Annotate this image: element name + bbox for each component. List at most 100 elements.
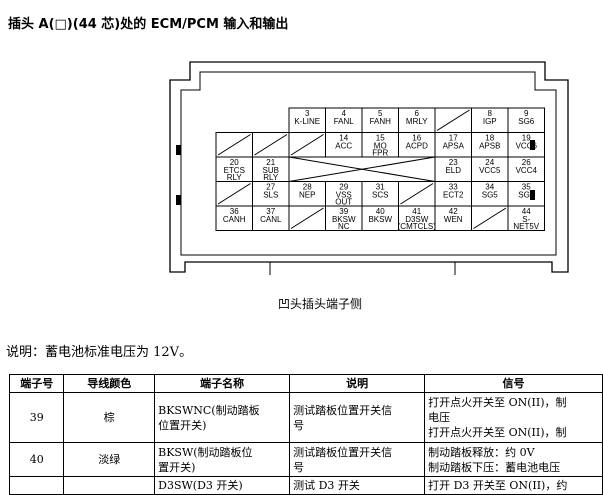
pin-signal-name: ACPD [406,142,428,151]
pin-number: 3 [305,109,310,118]
pin-signal-name: ELD [445,166,461,175]
pin-signal-name: D3SW [405,215,429,224]
housing-tab [176,195,181,205]
wire-color [63,476,156,495]
terminal-name: BKSWNC(制动踏板 位置开关) [154,392,291,443]
diagram-caption: 凹头插头端子侧 [278,297,363,311]
wire-color: 淡绿 [63,442,156,477]
pin-signal-name: IGP [483,117,497,126]
page-title: 插头 A(□)(44 芯)处的 ECM/PCM 输入和输出 [8,17,289,32]
pin-number: 15 [376,134,385,143]
pin-signal-name: BKSW [332,215,356,224]
blank-area [288,156,436,182]
empty-cavity-slash [217,183,251,205]
housing-tab [176,145,181,155]
pin-number: 39 [339,207,348,216]
header-signal: 信号 [424,374,603,393]
pin-number: 5 [378,109,383,118]
signal-value: 制动踏板释放：约 0V 制动踏板下压：蓄电池电压 [424,442,603,477]
ecm-connector-diagram: 3K-LINE4FANL5FANH6MRLY8IGP9SG614ACC15MOF… [169,61,569,275]
pin-number: 42 [449,207,458,216]
voltage-note: 说明：蓄电池标准电压为 12V。 [6,345,193,360]
blank-area-cross [288,156,436,182]
pin-signal-name: WEN [444,215,463,224]
pin-number: 29 [339,183,348,192]
wire-color: 棕 [63,392,156,443]
terminal-description: 测试 D3 开关 [289,476,426,495]
empty-cavity-slash [254,134,288,156]
pin-signal-name: NC [338,222,350,231]
pin-signal-name: SCS [372,191,388,200]
pin-signal-name: NET5V [513,222,539,231]
pin-number: 35 [522,183,531,192]
pin-signal-name: APSA [443,142,465,151]
pin-signal-name: SG5 [482,191,499,200]
pin-signal-name: ACC [335,142,352,151]
pin-signal-name: APSB [479,142,500,151]
pin-number: 39 [8,392,65,443]
pin-number: 20 [230,158,239,167]
pin-number: 21 [266,158,275,167]
pin-signal-name: VSS [336,191,352,200]
pin-signal-name: ECT2 [443,191,464,200]
pin-number: 44 [522,207,531,216]
table-row: 40 淡绿 BKSW(制动踏板位 置开关) 测试踏板位置开关信 号 制动踏板释放… [8,442,603,477]
empty-cavity-slash [217,134,251,156]
pin-signal-name: VCC5 [479,166,501,175]
pin-number: 6 [415,109,420,118]
pin-signal-name: RLY [263,173,279,182]
pin-number: 8 [488,109,493,118]
pin-number: 4 [342,109,347,118]
pin-number: 23 [449,158,458,167]
pin-signal-name: OUT [335,198,352,207]
empty-cavity-slash [400,183,434,205]
pin-signal-name: MO [374,142,387,151]
terminal-name: BKSW(制动踏板位 置开关) [154,442,291,477]
table-row: 39 棕 BKSWNC(制动踏板 位置开关) 测试踏板位置开关信 号 打开点火开… [8,392,603,443]
pin-number: 37 [266,207,275,216]
pin-signal-name: VCC4 [516,166,538,175]
pin-number: 33 [449,183,458,192]
table-header-row: 端子号 导线颜色 端子名称 说明 信号 [8,374,603,393]
connector-inner-frame [180,71,557,256]
pin-signal-name: BKSW [368,215,392,224]
pin-table: 端子号 导线颜色 端子名称 说明 信号 39 棕 BKSWNC(制动踏板 位置开… [8,374,603,495]
empty-cavity-slash [436,109,470,131]
terminal-description: 测试踏板位置开关信 号 [289,442,426,477]
pin-signal-name: ETCS [224,166,245,175]
pin-signal-name: SG4 [518,191,535,200]
header-terminal-name: 端子名称 [154,374,291,393]
pin-signal-name: FANL [334,117,355,126]
empty-cavity-slash [290,207,324,229]
pin-signal-name: (CMTCLS) [398,222,437,231]
header-pin: 端子号 [8,374,65,393]
pin-number: 27 [266,183,275,192]
pin-number: 40 [376,207,385,216]
pin-signal-name: SUB [263,166,279,175]
pin-number: 16 [412,134,421,143]
terminal-description: 测试踏板位置开关信 号 [289,392,426,443]
pin-signal-name: RLY [227,173,243,182]
header-wire-color: 导线颜色 [63,374,156,393]
housing-tab [530,140,535,150]
pin-signal-name: FPR [372,149,388,158]
pin-number: 17 [449,134,458,143]
pin-signal-name: CANL [260,215,282,224]
pin-number: 18 [485,134,494,143]
pin-number: 19 [522,134,531,143]
pin-number: 41 [412,207,421,216]
header-description: 说明 [289,374,426,393]
table-row: D3SW(D3 开关) 测试 D3 开关 打开 D3 开关至 ON(II)，约 [8,476,603,495]
pin-number [8,476,65,495]
pin-signal-name: CANH [223,215,246,224]
signal-value: 打开点火开关至 ON(II)，制 电压 打开点火开关至 ON(II)，制 [424,392,603,443]
connector-cell [507,205,545,231]
pin-signal-name: FANH [370,117,392,126]
pin-number: 26 [522,158,531,167]
signal-value: 打开 D3 开关至 ON(II)，约 [424,476,603,495]
pin-number: 31 [376,183,385,192]
pin-number: 9 [524,109,529,118]
pin-number: 28 [303,183,312,192]
pin-signal-name: NEP [299,191,315,200]
pin-signal-name: SLS [263,191,278,200]
